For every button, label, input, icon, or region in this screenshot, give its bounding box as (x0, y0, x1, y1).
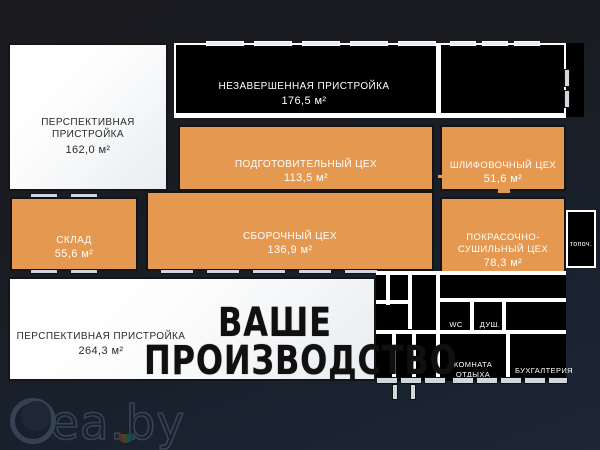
black-notch-right (566, 43, 584, 117)
window-tick (400, 377, 422, 384)
corridor-wall (376, 300, 412, 304)
room-preparation-shop (178, 125, 434, 191)
corridor-wall (392, 334, 396, 381)
wall-pier (392, 384, 398, 400)
window-tick (564, 90, 570, 108)
watermark-text: ea.by (49, 395, 186, 450)
door-gap (498, 189, 510, 193)
window-tick (524, 377, 546, 384)
corridor-wall (436, 271, 440, 381)
corridor-wall (470, 300, 474, 334)
room-boiler (566, 210, 596, 268)
window-tick (206, 269, 240, 274)
corridor-wall (386, 271, 390, 305)
window-tick (548, 377, 568, 384)
corridor-wall (376, 271, 566, 275)
site-watermark: ea.by (6, 392, 306, 450)
wall-pier (410, 384, 416, 400)
window-tick (302, 41, 340, 46)
window-tick (514, 41, 540, 46)
window-tick (424, 377, 446, 384)
window-tick (298, 269, 332, 274)
window-tick (160, 269, 194, 274)
window-tick (206, 41, 244, 46)
door-gap (438, 175, 452, 178)
watermark-ring-icon (10, 398, 56, 444)
window-tick (376, 377, 398, 384)
room-warehouse (10, 197, 138, 271)
corridor-wall (506, 334, 510, 381)
window-tick (252, 269, 286, 274)
window-tick (70, 269, 98, 274)
headline-line-2: ПРОИЗВОДСТВО (144, 338, 458, 384)
room-assembly-shop (146, 191, 434, 271)
room-grinding-shop (440, 125, 566, 191)
window-tick (344, 269, 378, 274)
room-perspective-bottom-left (8, 277, 376, 381)
headline-line-1: ВАШЕ (218, 300, 332, 346)
window-tick (450, 41, 476, 46)
window-tick (398, 41, 436, 46)
window-tick (30, 269, 58, 274)
window-tick (254, 41, 292, 46)
corridor-wall (440, 298, 566, 302)
interior-wall (174, 113, 566, 118)
room-unfinished-extension (174, 43, 566, 117)
corridor-wall (502, 300, 506, 334)
interior-wall (436, 45, 441, 115)
window-tick (564, 69, 570, 87)
room-perspective-top-left (8, 43, 168, 191)
window-tick (452, 377, 474, 384)
window-tick (30, 193, 58, 198)
corridor-wall (412, 334, 416, 381)
window-tick (476, 377, 498, 384)
window-tick (70, 193, 98, 198)
watermark-color-arc-icon (118, 434, 134, 443)
window-tick (482, 41, 508, 46)
window-tick (350, 41, 388, 46)
window-tick (500, 377, 522, 384)
